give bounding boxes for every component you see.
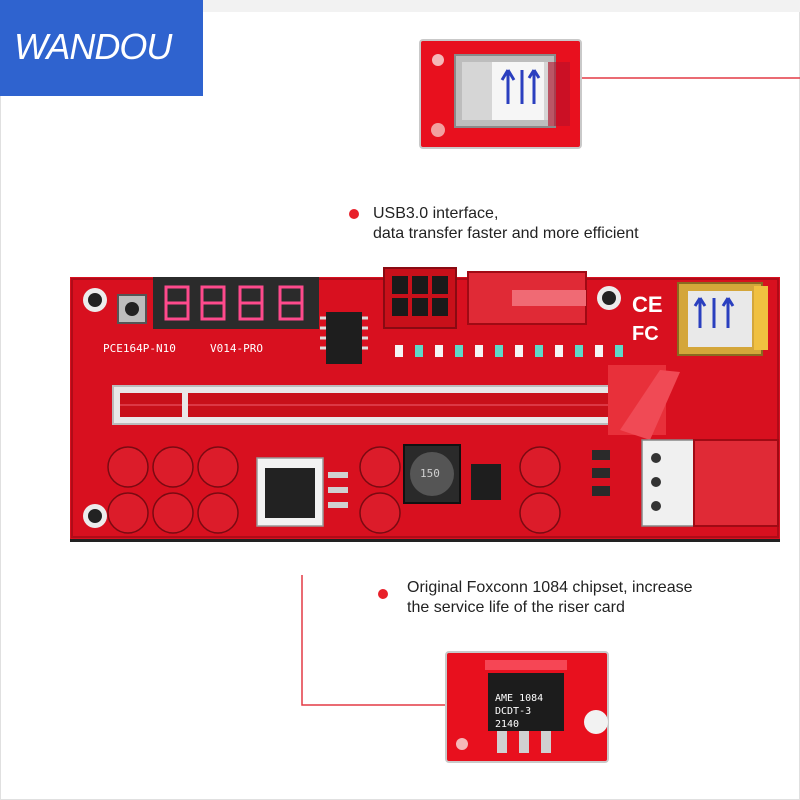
brand-badge: WANDOU bbox=[0, 0, 203, 96]
connector-lines bbox=[301, 77, 800, 706]
svg-text:CE: CE bbox=[632, 292, 663, 317]
usb-zoom-inset bbox=[419, 39, 582, 149]
chip-line-2: DCDT-3 bbox=[495, 706, 532, 717]
chip-line-1: AME 1084 bbox=[495, 693, 544, 704]
board-usb-port bbox=[677, 282, 768, 356]
inductor-label: 150 bbox=[420, 467, 440, 480]
callout-chipset-line-2: the service life of the riser card bbox=[407, 599, 625, 616]
pcie-slot bbox=[112, 365, 680, 440]
riser-board: CE FC bbox=[70, 267, 780, 542]
callout-usb-line-2: data transfer faster and more efficient bbox=[373, 225, 639, 242]
brand-name: WANDOU bbox=[14, 26, 172, 67]
board-model-label: PCE164P-N10 bbox=[103, 342, 176, 355]
callout-usb-line-1: USB3.0 interface, bbox=[373, 205, 499, 222]
svg-text:FC: FC bbox=[632, 323, 659, 345]
callout-chipset: Original Foxconn 1084 chipset, increase … bbox=[407, 578, 693, 618]
callout-usb: USB3.0 interface, data transfer faster a… bbox=[373, 204, 639, 244]
callout-chipset-line-1: Original Foxconn 1084 chipset, increase bbox=[407, 579, 693, 596]
chip-line-3: 2140 bbox=[495, 719, 520, 730]
chip-zoom-inset bbox=[445, 651, 609, 763]
board-version-label: V014-PRO bbox=[210, 342, 263, 355]
led-row bbox=[395, 345, 623, 357]
capacitors bbox=[107, 446, 561, 534]
inductor bbox=[403, 444, 461, 504]
seven-segment-display bbox=[153, 277, 319, 329]
